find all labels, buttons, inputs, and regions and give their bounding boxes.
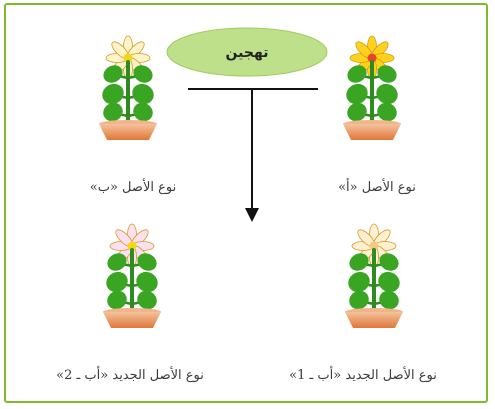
leaf <box>347 102 367 122</box>
flower-center <box>369 241 379 251</box>
leaf <box>378 271 400 293</box>
leaf <box>132 83 154 105</box>
flower-center <box>127 241 137 251</box>
plant-parent-b <box>99 35 157 140</box>
process-label: تهجين <box>226 45 269 61</box>
leaf <box>349 290 369 310</box>
leaf <box>103 102 123 122</box>
leaf <box>349 253 369 271</box>
leaf <box>107 290 127 310</box>
offspring-2-label: نوع الأصل الجديد «أب ـ 2» <box>56 368 204 383</box>
leaf <box>346 83 368 105</box>
leaf <box>376 83 398 105</box>
flower-center <box>123 53 133 63</box>
plant-offspring-2 <box>103 223 161 328</box>
leaf <box>348 271 370 293</box>
pot <box>99 124 157 140</box>
offspring-1-label: نوع الأصل الجديد «أب ـ 1» <box>289 368 437 383</box>
leaf <box>377 65 397 83</box>
leaf <box>133 102 153 122</box>
leaf <box>379 290 399 310</box>
leaf <box>133 65 153 83</box>
leaf <box>102 83 124 105</box>
pot <box>343 124 401 140</box>
process-ellipse <box>166 27 328 77</box>
parent-a-label: نوع الأصل «أ» <box>338 180 416 195</box>
leaf <box>103 65 123 83</box>
leaf <box>379 253 399 271</box>
leaf <box>136 271 158 293</box>
pot <box>103 312 161 328</box>
pot <box>345 312 403 328</box>
arrow-head <box>245 208 259 222</box>
plant-parent-a <box>343 35 401 140</box>
leaf <box>106 271 128 293</box>
leaf <box>377 102 397 122</box>
plant-offspring-1 <box>345 223 403 328</box>
leaf <box>137 253 157 271</box>
leaf <box>347 65 367 83</box>
flower-center <box>367 53 377 63</box>
leaf <box>137 290 157 310</box>
parent-b-label: نوع الأصل «ب» <box>89 180 177 195</box>
leaf <box>107 253 127 271</box>
